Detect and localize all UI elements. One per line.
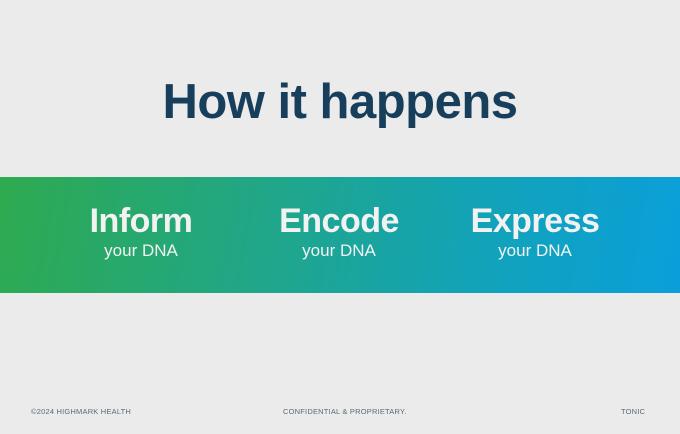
step-heading: Inform	[89, 202, 193, 240]
footer-brand: TONIC	[621, 407, 646, 416]
slide-title: How it happens	[162, 75, 518, 129]
steps-band: Inform your DNA Encode your DNA Express …	[0, 177, 680, 293]
step-inform: Inform your DNA	[41, 201, 241, 261]
step-express: Express your DNA	[435, 201, 635, 261]
footer-confidential: CONFIDENTIAL & PROPRIETARY.	[283, 407, 407, 416]
step-heading: Express	[470, 202, 600, 240]
step-encode: Encode your DNA	[239, 201, 439, 261]
step-heading: Encode	[279, 202, 399, 240]
step-subtitle: your DNA	[104, 241, 178, 260]
step-subtitle: your DNA	[302, 241, 376, 260]
footer-copyright: ©2024 HIGHMARK HEALTH	[31, 407, 132, 416]
step-subtitle: your DNA	[498, 241, 572, 260]
